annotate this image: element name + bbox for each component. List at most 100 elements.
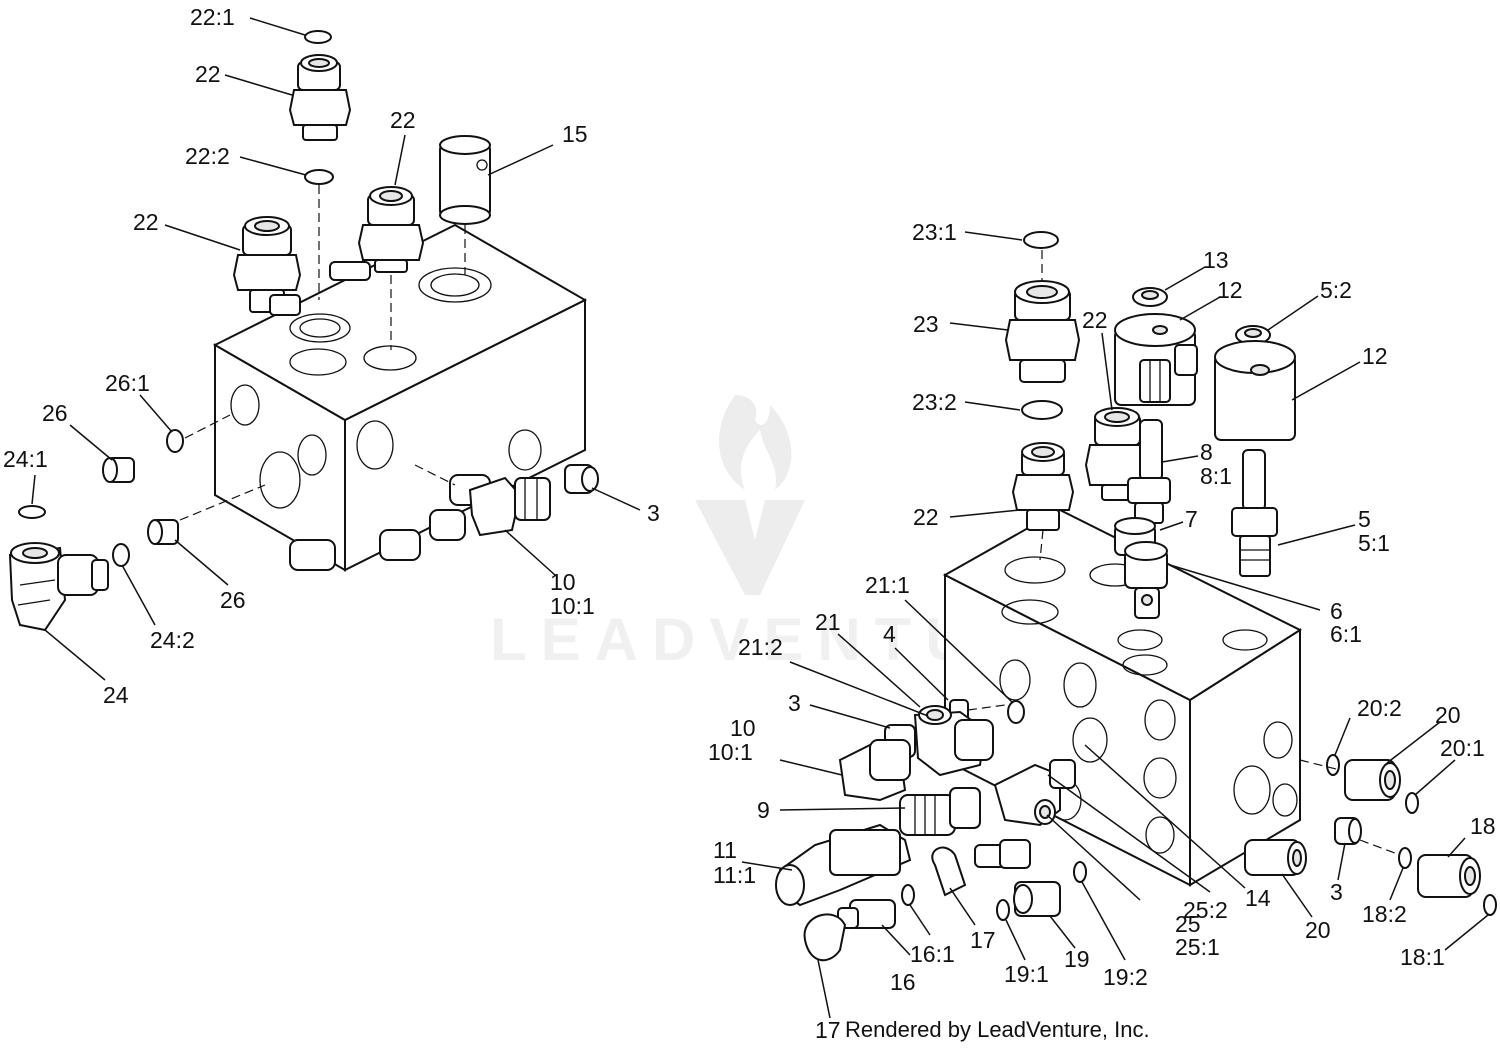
callout-23-1: 23:1 bbox=[912, 219, 957, 245]
callout-22-right-upper: 22 bbox=[1082, 307, 1108, 333]
callout-21: 21 bbox=[815, 609, 841, 635]
banjo-21 bbox=[913, 705, 994, 777]
fitting-22-center bbox=[329, 186, 425, 281]
o-ring-18-1 bbox=[1483, 894, 1497, 916]
sleeve-15 bbox=[439, 135, 491, 225]
callout-19-2: 19:2 bbox=[1103, 964, 1148, 990]
callout-3-right-lower: 3 bbox=[1330, 879, 1343, 905]
render-credit: Rendered by LeadVenture, Inc. bbox=[845, 1017, 1150, 1042]
cartridge-5 bbox=[1231, 449, 1278, 577]
o-ring-21-1 bbox=[1007, 700, 1025, 724]
valve-10-left bbox=[449, 474, 551, 537]
callout-22-1-top: 22:1 bbox=[190, 4, 235, 30]
callout-9: 9 bbox=[757, 797, 770, 823]
coil-12-right bbox=[1214, 340, 1296, 441]
callout-26-lower: 26 bbox=[220, 587, 246, 613]
o-ring-18-2 bbox=[1398, 847, 1412, 869]
plug-26-lower bbox=[147, 519, 179, 545]
callout-19-1: 19:1 bbox=[1004, 961, 1049, 987]
fitting-22-right-upper bbox=[1084, 407, 1151, 501]
left-valve-assembly: 22:1 22 22:2 22 22 15 26:1 26 24:1 26 24… bbox=[3, 4, 660, 708]
fitting-23 bbox=[1004, 280, 1081, 383]
o-ring-19-2 bbox=[1073, 861, 1087, 883]
plug-3-right-lower bbox=[1334, 817, 1362, 845]
callout-11: 11 bbox=[713, 837, 737, 863]
o-ring-24-1 bbox=[18, 505, 46, 519]
callout-12-right: 12 bbox=[1362, 343, 1388, 369]
cartridge-11 bbox=[775, 823, 912, 907]
callout-3-right-upper: 3 bbox=[788, 690, 801, 716]
o-ring-23-1 bbox=[1023, 231, 1059, 249]
o-ring-20-1 bbox=[1405, 792, 1419, 814]
callout-22-left: 22 bbox=[133, 209, 159, 235]
callout-16: 16 bbox=[890, 969, 916, 995]
valve-6 bbox=[1124, 541, 1168, 619]
callout-23-2: 23:2 bbox=[912, 389, 957, 415]
callout-4: 4 bbox=[883, 621, 896, 647]
callout-3-left: 3 bbox=[647, 500, 660, 526]
callout-5-2: 5:2 bbox=[1320, 277, 1352, 303]
callout-24-2: 24:2 bbox=[150, 627, 195, 653]
callout-26-1: 26:1 bbox=[105, 370, 150, 396]
nut-13 bbox=[1132, 287, 1168, 307]
o-ring-24-2 bbox=[112, 543, 130, 567]
fitting-20-lower bbox=[1244, 839, 1307, 876]
elbow-24 bbox=[8, 542, 109, 632]
fitting-22-left bbox=[232, 216, 302, 316]
callout-10-1-right: 10:1 bbox=[708, 739, 753, 765]
callout-17-upper: 17 bbox=[970, 927, 996, 953]
callout-18-2: 18:2 bbox=[1362, 901, 1407, 927]
callout-20-lower: 20 bbox=[1305, 917, 1331, 943]
callout-18: 18 bbox=[1470, 813, 1496, 839]
callout-20-upper: 20 bbox=[1435, 702, 1461, 728]
callout-12-left: 12 bbox=[1217, 277, 1243, 303]
callout-20-2: 20:2 bbox=[1357, 695, 1402, 721]
callout-5-1: 5:1 bbox=[1358, 530, 1390, 556]
callout-10-left: 10 bbox=[550, 569, 576, 595]
valve-10-right bbox=[838, 739, 911, 802]
coil-12-left bbox=[1114, 313, 1198, 406]
callout-14: 14 bbox=[1245, 885, 1271, 911]
callout-22-2: 22:2 bbox=[185, 143, 230, 169]
callout-25: 25 bbox=[1175, 911, 1201, 937]
callout-24: 24 bbox=[103, 682, 129, 708]
callout-8-1: 8:1 bbox=[1200, 463, 1232, 489]
callout-15: 15 bbox=[562, 121, 588, 147]
callout-8: 8 bbox=[1200, 439, 1213, 465]
callout-10-1-left: 10:1 bbox=[550, 593, 595, 619]
callout-22-center: 22 bbox=[390, 107, 416, 133]
plug-26-upper bbox=[102, 457, 135, 483]
fitting-19 bbox=[1013, 881, 1061, 917]
fitting-18 bbox=[1417, 854, 1481, 898]
o-ring-19-1 bbox=[996, 899, 1010, 921]
callout-17-lower: 17 bbox=[815, 1017, 841, 1043]
callout-25-1: 25:1 bbox=[1175, 934, 1220, 960]
callout-10-right: 10 bbox=[730, 715, 756, 741]
callout-22-right-lower: 22 bbox=[913, 504, 939, 530]
callout-6: 6 bbox=[1330, 598, 1343, 624]
valve-9 bbox=[899, 787, 981, 836]
callout-18-1: 18:1 bbox=[1400, 944, 1445, 970]
o-ring-16-1 bbox=[901, 884, 915, 906]
o-ring-23-2 bbox=[1021, 400, 1063, 420]
callout-21-1: 21:1 bbox=[865, 572, 910, 598]
callout-20-1: 20:1 bbox=[1440, 735, 1485, 761]
callout-5: 5 bbox=[1358, 506, 1371, 532]
fitting-17-upper bbox=[931, 839, 1031, 897]
callout-23: 23 bbox=[913, 311, 939, 337]
callout-19: 19 bbox=[1064, 946, 1090, 972]
callout-24-1: 24:1 bbox=[3, 446, 48, 472]
fitting-22-top bbox=[288, 54, 352, 141]
fitting-20-upper bbox=[1344, 759, 1401, 801]
right-valve-assembly: 23:1 23 23:2 22 22 13 12 5:2 12 8 8:1 7 … bbox=[708, 219, 1497, 1043]
callout-11-1: 11:1 bbox=[713, 862, 756, 888]
callout-22-top: 22 bbox=[195, 61, 221, 87]
callout-21-2: 21:2 bbox=[738, 634, 783, 660]
cap-17-lower bbox=[803, 913, 847, 962]
callout-7: 7 bbox=[1185, 506, 1198, 532]
elbow-25 bbox=[993, 759, 1076, 827]
o-ring-22-2 bbox=[304, 169, 334, 185]
callout-13: 13 bbox=[1203, 247, 1229, 273]
